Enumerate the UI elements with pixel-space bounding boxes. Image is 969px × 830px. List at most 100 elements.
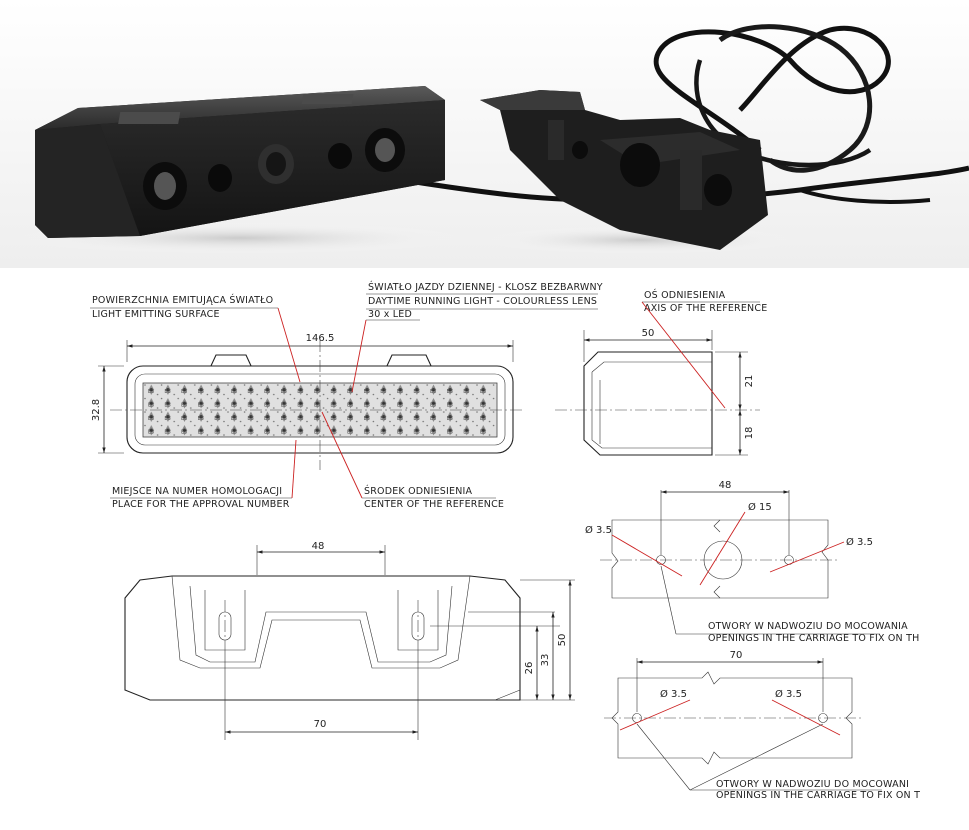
lens-marking: E3 <box>181 389 187 395</box>
lens-marking: E3 <box>264 389 270 395</box>
lens-marking: E3 <box>214 430 220 436</box>
lens-marking: E3 <box>247 430 253 436</box>
lens-marking: E3 <box>164 416 170 422</box>
lens-marking: E3 <box>447 416 453 422</box>
label-holes1-pl: OTWORY W NADWOZIU DO MOCOWANIA <box>708 621 908 632</box>
lens-marking: E3 <box>447 389 453 395</box>
lens-marking: E3 <box>181 416 187 422</box>
dim-holes1-left-d: Ø 3.5 <box>585 524 612 536</box>
dim-holes2-right-d: Ø 3.5 <box>775 688 802 700</box>
dim-holes2-left-d: Ø 3.5 <box>660 688 687 700</box>
lens-marking: E3 <box>447 403 453 409</box>
lens-marking: E3 <box>364 389 370 395</box>
label-holes2-en: OPENINGS IN THE CARRIAGE TO FIX ON T <box>716 790 920 801</box>
lens-marking: E3 <box>463 416 469 422</box>
lens-marking: E3 <box>463 389 469 395</box>
label-emitting-surface-en: LIGHT EMITTING SURFACE <box>92 309 220 320</box>
dim-bottom-top: 48 <box>312 541 325 552</box>
lens-marking: E3 <box>281 416 287 422</box>
label-center-pl: ŚRODEK ODNIESIENIA <box>364 485 473 497</box>
dim-front-height: 32.8 <box>91 399 102 421</box>
lens-marking: E3 <box>247 389 253 395</box>
lens-marking: E3 <box>297 416 303 422</box>
lens-marking: E3 <box>231 389 237 395</box>
dim-side-width: 50 <box>642 328 655 339</box>
lens-marking: E3 <box>181 430 187 436</box>
mounting-holes-48: 48 Ø 3.5 Ø 15 Ø 3.5 OTWORY W NADWOZIU DO… <box>585 480 919 644</box>
lens-marking: E3 <box>164 430 170 436</box>
lens-marking: E3 <box>164 389 170 395</box>
label-holes2-pl: OTWORY W NADWOZIU DO MOCOWANI <box>716 779 909 790</box>
lens-marking: E3 <box>380 430 386 436</box>
dim-bottom-h1: 26 <box>524 662 535 675</box>
lens-marking: E3 <box>148 389 154 395</box>
mounting-bracket <box>480 90 768 250</box>
lens-marking: E3 <box>413 403 419 409</box>
dim-bottom-h2: 33 <box>540 654 551 667</box>
lens-marking: E3 <box>330 389 336 395</box>
lens-marking: E3 <box>480 430 486 436</box>
lens-marking: E3 <box>347 416 353 422</box>
lens-marking: E3 <box>430 416 436 422</box>
lens-marking: E3 <box>397 416 403 422</box>
label-axis-pl: OŚ ODNIESIENIA <box>644 289 726 301</box>
dim-bottom-base: 70 <box>314 719 327 730</box>
lens-marking: E3 <box>397 430 403 436</box>
lens-marking: E3 <box>413 430 419 436</box>
dim-side-upper: 21 <box>744 375 755 388</box>
lens-marking: E3 <box>247 403 253 409</box>
lens-marking: E3 <box>148 403 154 409</box>
callout-emitting-surface: POWIERZCHNIA EMITUJĄCA ŚWIATŁO LIGHT EMI… <box>90 294 301 383</box>
lens-marking: E3 <box>347 403 353 409</box>
lens-marking: E3 <box>264 403 270 409</box>
lens-marking: E3 <box>148 416 154 422</box>
callout-center: ŚRODEK ODNIESIENIA CENTER OF THE REFEREN… <box>321 411 504 510</box>
lens-marking: E3 <box>347 430 353 436</box>
lens-marking: E3 <box>430 389 436 395</box>
lens-marking: E3 <box>314 430 320 436</box>
lens-marking: E3 <box>247 416 253 422</box>
lens-marking: E3 <box>297 403 303 409</box>
lens-marking: E3 <box>314 416 320 422</box>
lens-marking: E3 <box>198 430 204 436</box>
callout-drl: ŚWIATŁO JAZDY DZIENNEJ - KLOSZ BEZBARWNY… <box>351 281 603 393</box>
lens-marking: E3 <box>447 430 453 436</box>
side-view: 50 21 18 <box>555 328 760 456</box>
lens-marking: E3 <box>480 389 486 395</box>
lens-marking: E3 <box>214 389 220 395</box>
lens-marking: E3 <box>364 416 370 422</box>
lens-marking: E3 <box>297 389 303 395</box>
label-axis-en: AXIS OF THE REFERENCE <box>644 303 767 314</box>
dim-holes2-span: 70 <box>730 650 743 661</box>
lens-marking: E3 <box>264 430 270 436</box>
lens-marking: E3 <box>148 430 154 436</box>
lens-marking: E3 <box>198 403 204 409</box>
lens-marking: E3 <box>281 430 287 436</box>
dim-bottom-h3: 50 <box>557 634 568 647</box>
label-approval-pl: MIEJSCE NA NUMER HOMOLOGACJI <box>112 486 282 497</box>
lens-marking: E3 <box>480 403 486 409</box>
callout-axis: OŚ ODNIESIENIA AXIS OF THE REFERENCE <box>641 289 767 409</box>
lens-marking: E3 <box>347 389 353 395</box>
dim-holes1-center-d: Ø 15 <box>748 501 772 513</box>
label-drl-pl: ŚWIATŁO JAZDY DZIENNEJ - KLOSZ BEZBARWNY <box>368 281 603 293</box>
lens-marking: E3 <box>463 430 469 436</box>
lens-marking: E3 <box>198 416 204 422</box>
lens-marking: E3 <box>314 403 320 409</box>
lens-marking: E3 <box>364 403 370 409</box>
lens-marking: E3 <box>364 430 370 436</box>
label-drl-en: DAYTIME RUNNING LIGHT - COLOURLESS LENS <box>368 296 597 307</box>
dim-holes1-right-d: Ø 3.5 <box>846 536 873 548</box>
lens-marking: E3 <box>164 403 170 409</box>
lens-marking: E3 <box>330 416 336 422</box>
lens-marking: E3 <box>231 416 237 422</box>
lens-marking: E3 <box>214 416 220 422</box>
label-drl-led: 30 x LED <box>368 309 412 320</box>
lamp-body <box>35 86 445 238</box>
lens-marking: E3 <box>397 403 403 409</box>
lens-marking: E3 <box>463 403 469 409</box>
dim-side-lower: 18 <box>744 427 755 440</box>
label-center-en: CENTER OF THE REFERENCE <box>364 499 504 510</box>
